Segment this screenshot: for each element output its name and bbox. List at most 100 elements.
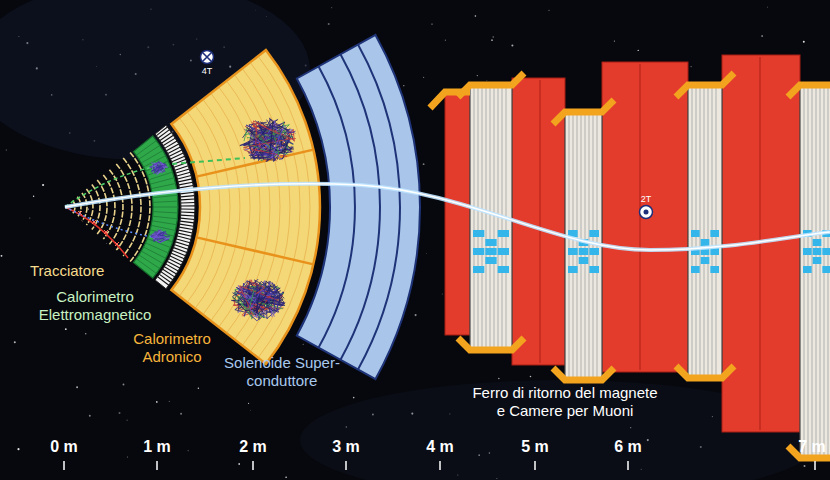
star	[169, 401, 170, 402]
muon-chamber	[800, 85, 830, 458]
photon-track	[65, 207, 158, 238]
ecal-crystal-line	[141, 151, 163, 164]
scale-tick	[439, 461, 441, 470]
star	[804, 465, 806, 467]
muon-hit	[691, 266, 700, 273]
star	[249, 409, 251, 411]
solenoid	[297, 35, 420, 379]
muon-hit	[568, 248, 578, 255]
shower-line	[246, 125, 293, 152]
scale-tick	[252, 461, 254, 470]
star	[42, 184, 44, 186]
star	[187, 450, 189, 452]
preshower-line	[168, 147, 180, 153]
ecal-crystal-line	[153, 216, 178, 219]
preshower-line	[177, 236, 191, 240]
yoke-bracket	[553, 100, 614, 124]
preshower-line	[180, 218, 194, 219]
part-label: Ferro di ritorno del magnete e Camere pe…	[468, 384, 662, 420]
solenoid-coil	[319, 66, 355, 347]
solenoid-coil	[358, 45, 400, 370]
electron-track	[65, 207, 128, 258]
preshower-line	[176, 169, 189, 173]
preshower-line	[180, 224, 194, 226]
star	[511, 44, 513, 46]
star	[403, 85, 404, 86]
yoke-bracket	[788, 73, 830, 97]
tracker-layer	[116, 164, 132, 250]
star	[89, 415, 91, 417]
preshower-line	[169, 150, 182, 156]
ecal-shower	[150, 161, 168, 175]
star	[14, 341, 16, 343]
muon-hit	[485, 248, 496, 255]
muon-hit	[701, 257, 710, 264]
solenoid-body	[297, 35, 420, 379]
scale-tick	[63, 461, 65, 470]
iron-seam	[639, 64, 640, 370]
shower-line	[256, 287, 278, 304]
iron-seam	[539, 80, 540, 363]
chamber-wire	[589, 115, 590, 377]
star	[431, 24, 432, 25]
hcal-layer	[203, 99, 240, 314]
field-out-symbol	[640, 206, 653, 219]
hcal-layer	[234, 75, 280, 340]
preshower-line	[181, 212, 195, 214]
star	[548, 9, 550, 11]
tracker-layer	[109, 170, 123, 245]
scale-tick	[627, 461, 629, 470]
preshower-line	[169, 259, 182, 265]
star	[445, 40, 446, 41]
shower-line	[256, 123, 279, 144]
shower-line	[153, 164, 164, 173]
star	[198, 388, 200, 390]
star	[248, 403, 249, 404]
ecal-crystal-line	[145, 243, 168, 253]
star	[180, 413, 182, 415]
ecal-crystal-line	[150, 178, 174, 184]
preshower-line	[165, 141, 177, 148]
muon-chamber	[688, 85, 722, 378]
ecal-crystal-line	[153, 207, 178, 208]
ecal-crystal-line	[143, 247, 165, 258]
tracker-layer	[123, 158, 141, 256]
scale-tick	[534, 461, 536, 470]
muon-hit	[710, 266, 719, 273]
scale-tick	[156, 461, 158, 470]
preshower-line	[180, 221, 194, 223]
yoke-bracket	[676, 366, 734, 378]
star	[423, 77, 424, 78]
chamber-wire	[490, 88, 491, 347]
star	[441, 293, 443, 295]
preshower-line	[181, 199, 195, 201]
muon-hit	[579, 248, 589, 255]
preshower-line	[166, 144, 178, 151]
chamber-wire	[593, 115, 594, 377]
shower-line	[232, 289, 254, 310]
preshower-line	[177, 172, 190, 176]
shower-line	[240, 286, 278, 316]
star	[493, 36, 494, 37]
muon-hit	[589, 248, 599, 255]
chamber-wire	[474, 88, 475, 347]
muon-hit	[710, 230, 719, 237]
star	[766, 6, 768, 8]
part-label: Tracciatore	[30, 262, 104, 280]
preshower-line	[178, 176, 192, 179]
scale-label: 6 m	[614, 437, 642, 456]
scale-label: 1 m	[143, 437, 171, 456]
star	[530, 376, 532, 378]
star	[156, 401, 158, 403]
field-into-cross	[203, 53, 211, 61]
part-label: Calorimetro Adronico	[120, 330, 224, 366]
star	[303, 344, 304, 345]
hcal-layer	[258, 56, 310, 358]
preshower-line	[160, 132, 171, 140]
hcal-layer	[179, 118, 210, 297]
field-out-dot	[644, 210, 649, 215]
preshower-line	[158, 277, 169, 285]
star	[76, 386, 78, 388]
star	[106, 242, 108, 244]
preshower-line	[161, 272, 173, 280]
